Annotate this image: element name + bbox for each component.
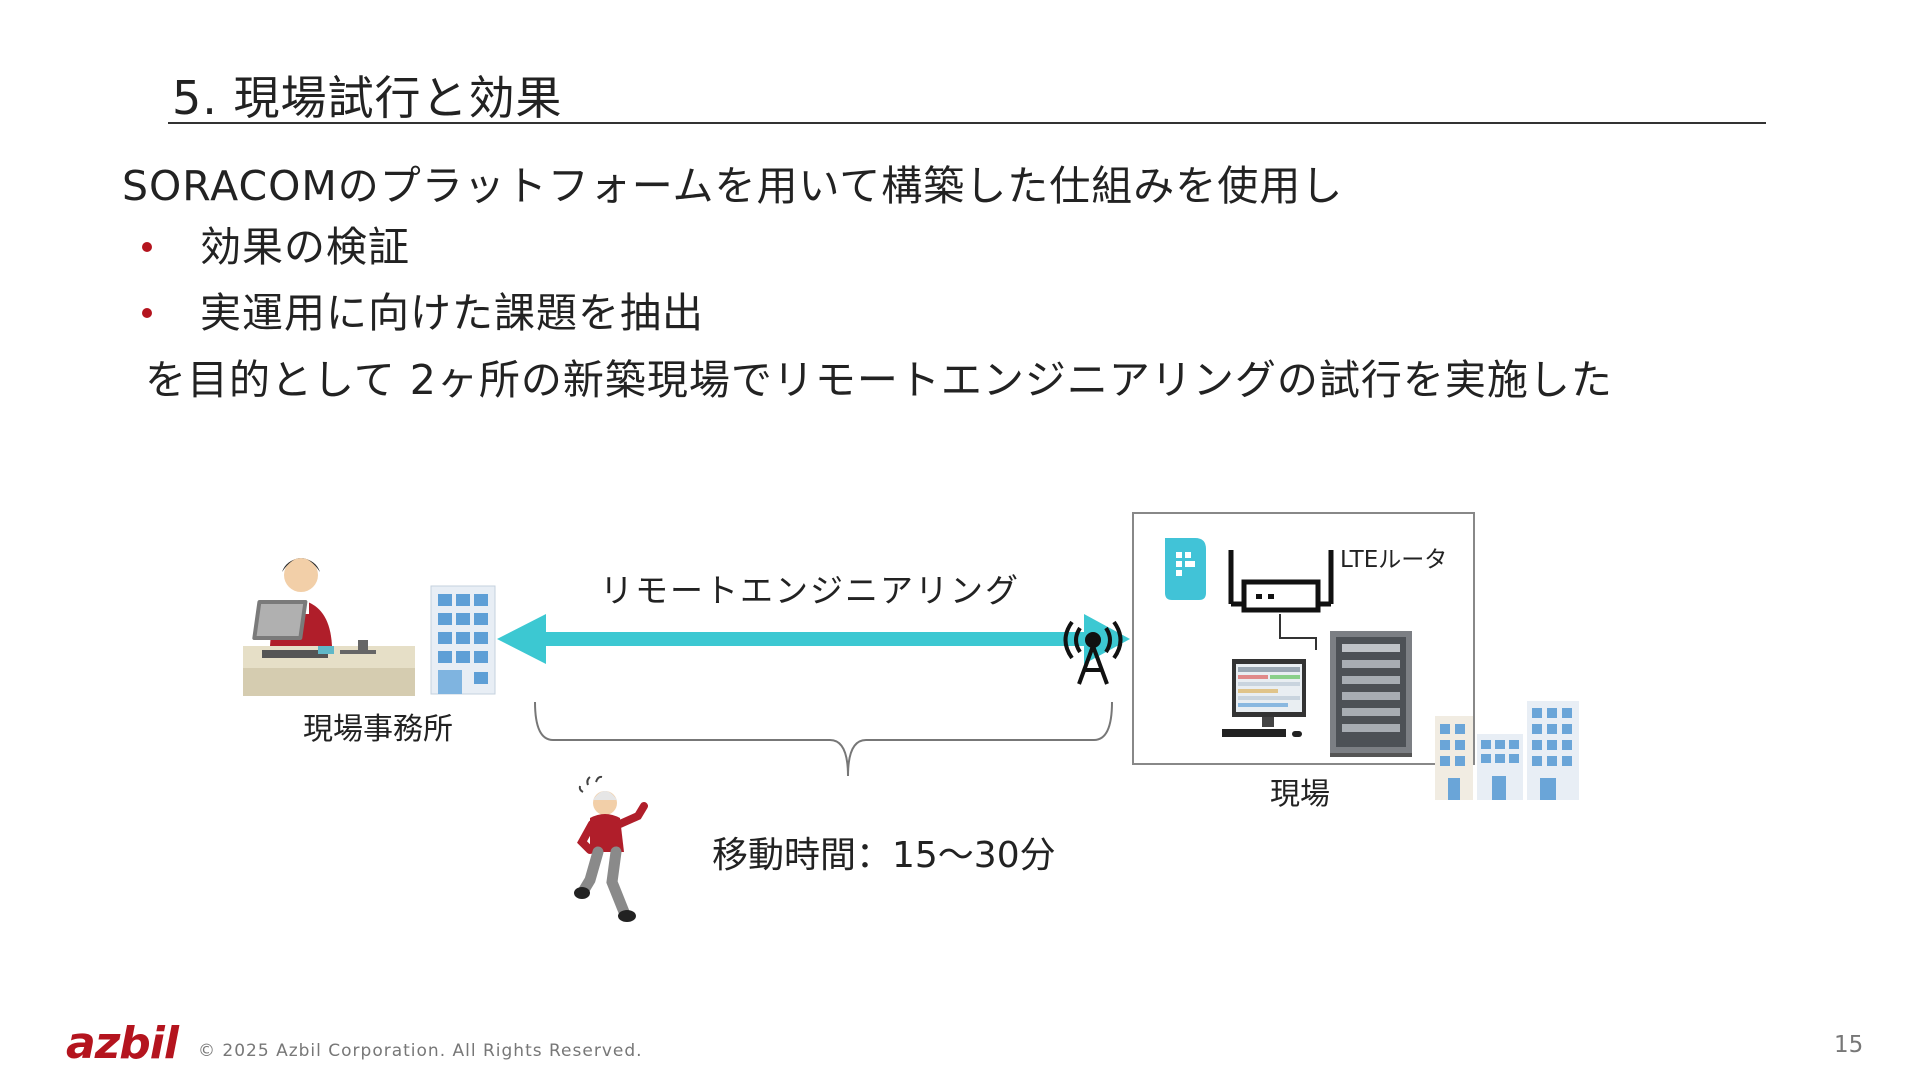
intro-text: SORACOMのプラットフォームを用いて構築した仕組みを使用し (122, 162, 1344, 210)
bullet-dot-icon (142, 242, 152, 252)
site-buildings-icon (1435, 701, 1579, 800)
azbil-logo: azbil (66, 1018, 179, 1069)
lte-router-label: LTEルータ (1340, 547, 1448, 573)
bullet-list: 効果の検証 実運用に向けた課題を抽出 (142, 214, 704, 346)
bullet-item: 効果の検証 (142, 214, 704, 280)
running-worker-icon (574, 775, 648, 922)
page-number: 15 (1834, 1032, 1864, 1058)
bullet-dot-icon (142, 308, 152, 318)
remote-arrow (497, 614, 1130, 664)
bullet-text: 実運用に向けた課題を抽出 (200, 289, 704, 337)
site-label: 現場 (1270, 777, 1330, 812)
control-panel-icon (1330, 631, 1412, 757)
title-underline (168, 122, 1766, 124)
router-cable (1279, 614, 1317, 650)
sim-card-icon (1165, 538, 1206, 600)
antenna-tower-icon (1063, 620, 1123, 685)
copyright-text: © 2025 Azbil Corporation. All Rights Res… (198, 1041, 643, 1061)
office-building-icon (430, 585, 496, 695)
bullet-text: 効果の検証 (200, 223, 410, 271)
bullet-item: 実運用に向けた課題を抽出 (142, 280, 704, 346)
monitor-icon (1222, 659, 1306, 737)
travel-time-label: 移動時間：15～30分 (712, 835, 1056, 876)
travel-brace (534, 701, 1113, 777)
office-worker-icon (243, 558, 415, 696)
page-title: 5. 現場試行と効果 (172, 71, 563, 125)
purpose-text: を目的として 2ヶ所の新築現場でリモートエンジニアリングの試行を実施した (145, 356, 1613, 404)
remote-engineering-label: リモートエンジニアリング (600, 571, 1020, 610)
lte-router-icon (1228, 550, 1334, 613)
site-office-label: 現場事務所 (303, 712, 453, 747)
